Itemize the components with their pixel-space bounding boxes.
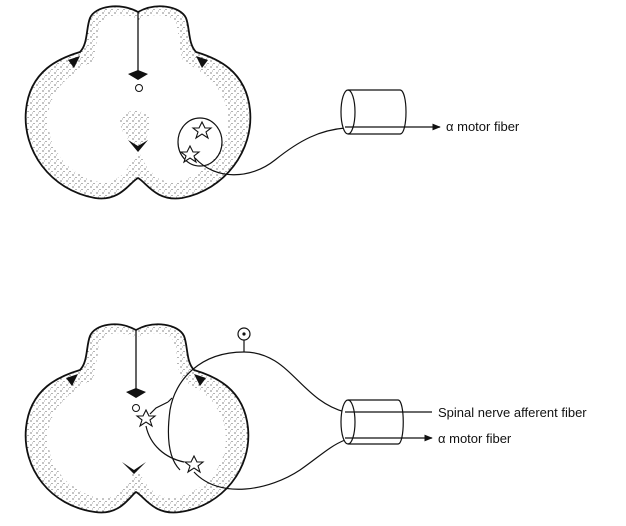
motor-neuron-icon (183, 454, 205, 474)
bottom-panel (24, 323, 433, 514)
top-panel (24, 5, 441, 200)
motor-neuron-icon (179, 144, 201, 164)
motor-neuron-icon (191, 120, 213, 140)
central-canal-top (135, 84, 143, 92)
bottom-motor-fiber-label: α motor fiber (438, 431, 512, 446)
gray-matter-top (48, 15, 228, 183)
afferent-fiber-label: Spinal nerve afferent fiber (438, 405, 587, 420)
top-motor-fiber-label: α motor fiber (446, 119, 520, 134)
nerve-cylinder-bottom (340, 399, 404, 445)
interneuron-icon (135, 408, 157, 428)
nerve-cylinder-top (340, 89, 407, 135)
